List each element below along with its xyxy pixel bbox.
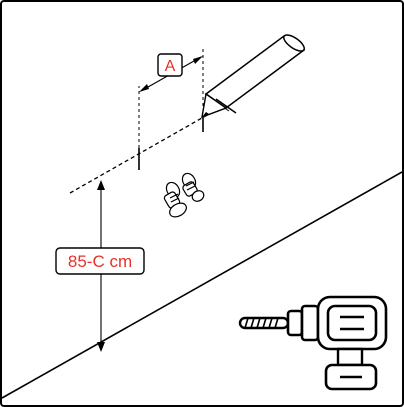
floor-edge-line	[1, 171, 403, 399]
dimension-a-text: A	[165, 58, 176, 75]
pencil-icon	[201, 34, 306, 119]
power-drill-icon	[238, 295, 388, 391]
dimension-a-label: A	[157, 53, 183, 77]
height-text: 85-C cm	[68, 252, 132, 271]
height-label: 85-C cm	[55, 247, 145, 275]
wall-anchor-screws-icon	[163, 172, 205, 218]
